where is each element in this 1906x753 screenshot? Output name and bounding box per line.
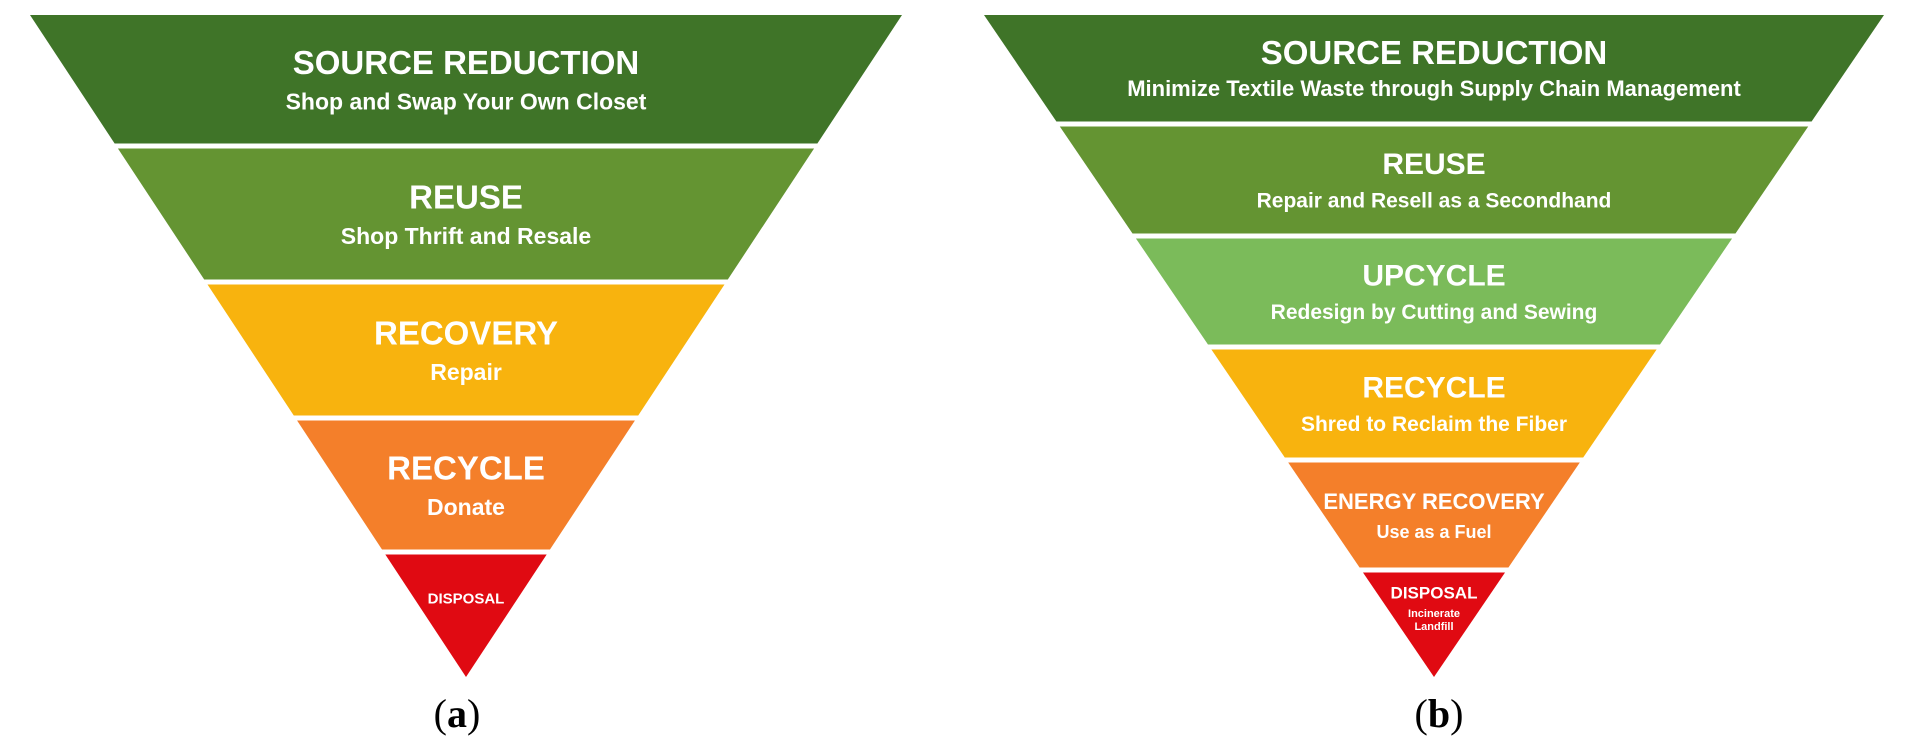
pyramid-b-tier-energy-recovery-subtitle: Use as a Fuel (1376, 522, 1491, 542)
pyramid-b-tier-recycle-title: RECYCLE (1362, 371, 1505, 404)
pyramid-a-tier-recycle (297, 420, 635, 550)
pyramid-a-tier-disposal-title: DISPOSAL (428, 591, 505, 608)
pyramid-b-tier-source-reduction-subtitle: Minimize Textile Waste through Supply Ch… (1127, 76, 1741, 101)
caption-b-letter: b (1427, 691, 1451, 736)
pyramid-a-tier-reuse-subtitle: Shop Thrift and Resale (341, 223, 591, 249)
pyramid-a-tier-recycle-subtitle: Donate (427, 494, 505, 520)
pyramid-b-tier-recycle (1211, 349, 1657, 458)
pyramid-b-tier-upcycle (1135, 238, 1733, 345)
pyramid-b-tier-disposal (1362, 572, 1506, 677)
pyramid-a-tier-source-reduction-subtitle: Shop and Swap Your Own Closet (286, 88, 647, 114)
pyramid-a-tier-source-reduction (30, 15, 902, 144)
pyramid-b-tier-energy-recovery-title: ENERGY RECOVERY (1323, 489, 1545, 514)
pyramid-a-tier-reuse-title: REUSE (409, 179, 523, 216)
caption-a-letter: a (447, 691, 467, 736)
caption-a: (a) (433, 691, 481, 736)
pyramid-a-tier-recovery (207, 284, 725, 416)
pyramid-a-tier-source-reduction-title: SOURCE REDUCTION (293, 44, 640, 81)
pyramid-b-tier-reuse-title: REUSE (1382, 148, 1485, 181)
pyramid-a: SOURCE REDUCTION Shop and Swap Your Own C… (30, 15, 902, 677)
pyramid-b-tier-upcycle-title: UPCYCLE (1362, 259, 1505, 292)
pyramid-b: SOURCE REDUCTION Minimize Textile Waste t… (984, 15, 1884, 677)
pyramid-b-tier-disposal-title: DISPOSAL (1391, 583, 1478, 602)
pyramid-b-tier-upcycle-subtitle: Redesign by Cutting and Sewing (1271, 301, 1598, 324)
pyramid-a-tier-recovery-subtitle: Repair (430, 359, 502, 385)
pyramid-a-tier-disposal (385, 554, 547, 677)
pyramid-a-tier-recycle-title: RECYCLE (387, 450, 545, 487)
pyramid-b-tier-energy-recovery (1288, 462, 1580, 568)
pyramid-b-tier-recycle-subtitle: Shred to Reclaim the Fiber (1301, 413, 1567, 436)
pyramid-b-tier-source-reduction (984, 15, 1884, 122)
pyramid-a-tier-recovery-title: RECOVERY (374, 315, 558, 352)
pyramid-b-tier-source-reduction-title: SOURCE REDUCTION (1261, 34, 1608, 71)
pyramid-b-tier-reuse (1059, 126, 1809, 234)
caption-b: (b) (1414, 691, 1464, 736)
pyramid-b-tier-reuse-subtitle: Repair and Resell as a Secondhand (1257, 190, 1612, 213)
pyramid-a-tier-reuse (117, 148, 815, 280)
